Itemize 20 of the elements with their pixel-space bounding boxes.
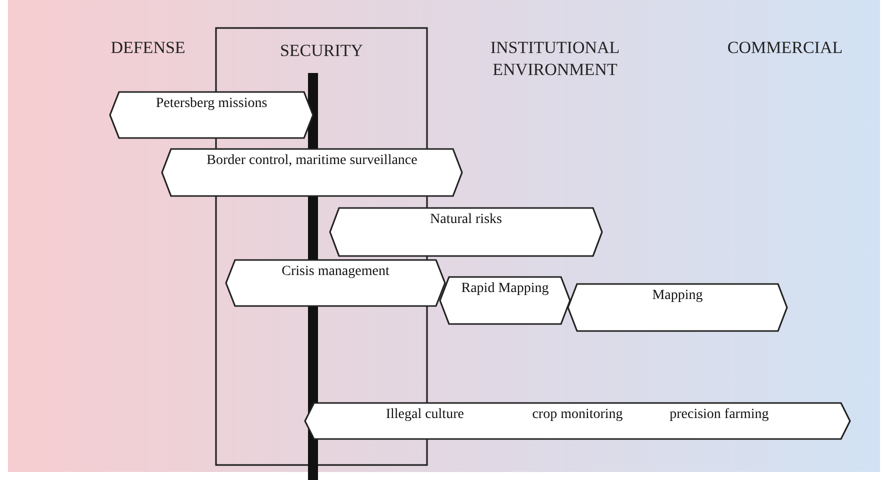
hexagon-band (568, 284, 787, 331)
column-heading: DEFENSE (110, 37, 186, 59)
band-label: Petersberg missions (156, 96, 268, 112)
band-label: Crisis management (282, 264, 390, 280)
band-label: Illegal culture (386, 407, 464, 423)
column-heading: SECURITY (278, 41, 364, 61)
band-label: Border control, maritime surveillance (206, 153, 418, 169)
band-label: precision farming (670, 407, 769, 423)
hexagon-band (305, 403, 850, 439)
hexagon-band (330, 208, 602, 256)
column-heading: INSTITUTIONAL ENVIRONMENT (489, 37, 621, 81)
column-heading: COMMERCIAL (726, 37, 844, 59)
band-label: Rapid Mapping (461, 281, 549, 297)
hexagon-band (226, 260, 445, 306)
hexagon-band (110, 92, 313, 138)
hexagon-band (162, 149, 462, 196)
band-label: crop monitoring (532, 407, 623, 423)
band-label: Mapping (652, 288, 703, 304)
band-label: Natural risks (430, 212, 502, 228)
hexagon-band (440, 277, 570, 324)
